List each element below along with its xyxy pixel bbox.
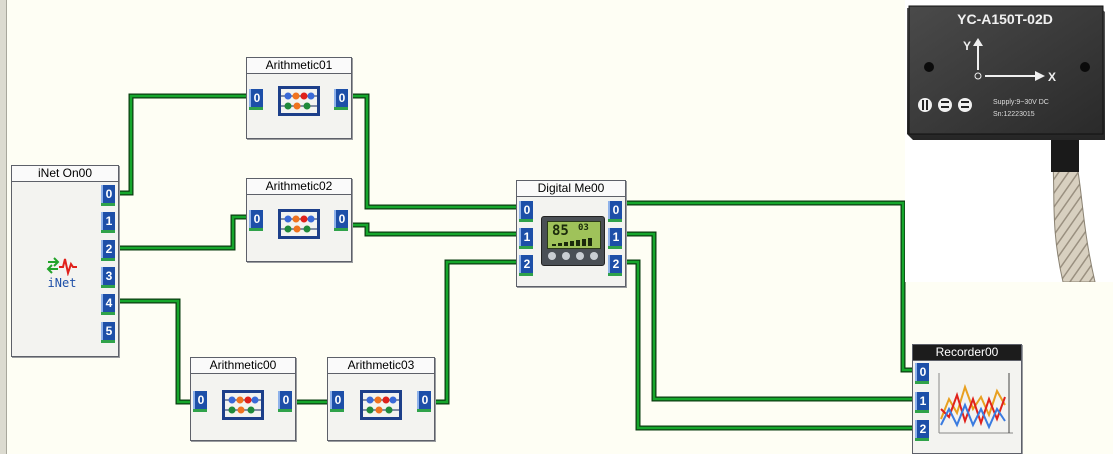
arithmetic02-title: Arithmetic02 xyxy=(247,179,351,195)
abacus-icon xyxy=(278,86,320,116)
inet-output-port-1[interactable]: 1 xyxy=(101,212,115,233)
abacus-icon xyxy=(360,390,402,420)
inet-output-port-3[interactable]: 3 xyxy=(101,267,115,288)
arithmetic02-output-port-0[interactable]: 0 xyxy=(334,210,348,231)
wire-arith01-digital0 xyxy=(350,93,518,210)
arithmetic03-title: Arithmetic03 xyxy=(328,358,434,374)
sensor-photo: YC-A150T-02D Y X Supply:9~30V DC Sn:1222… xyxy=(905,0,1113,283)
arithmetic03-output-port-0[interactable]: 0 xyxy=(417,391,431,412)
arithmetic01-output-port-0[interactable]: 0 xyxy=(334,89,348,110)
sensor-cable xyxy=(1052,164,1096,283)
wire-inet0-arith01 xyxy=(117,93,246,196)
digital-output-port-1[interactable]: 1 xyxy=(608,228,622,249)
arithmetic02-block[interactable]: Arithmetic02 0 0 xyxy=(246,178,352,262)
wire-inet4-arith00 xyxy=(117,298,192,405)
inet-output-port-4[interactable]: 4 xyxy=(101,294,115,315)
arithmetic00-title: Arithmetic00 xyxy=(191,358,295,374)
arithmetic03-input-port-0[interactable]: 0 xyxy=(330,391,344,412)
digital-output-port-0[interactable]: 0 xyxy=(608,201,622,222)
recorder-input-port-2[interactable]: 2 xyxy=(915,420,929,441)
inet-icon-label: iNet xyxy=(47,276,77,290)
digital-meter-icon: 85 03 xyxy=(541,216,605,266)
sensor-connector-icons xyxy=(918,98,972,112)
meter-display-subvalue: 03 xyxy=(578,223,589,233)
recorder-input-port-1[interactable]: 1 xyxy=(915,392,929,413)
inet-output-port-2[interactable]: 2 xyxy=(101,240,115,261)
digital-meter-block[interactable]: Digital Me00 0 1 2 0 1 2 85 03 xyxy=(516,180,626,287)
digital-meter-title: Digital Me00 xyxy=(517,181,625,197)
digital-input-port-0[interactable]: 0 xyxy=(519,201,533,222)
wire-inet2-arith02 xyxy=(117,214,246,251)
sensor-illustration: YC-A150T-02D Y X Supply:9~30V DC Sn:1222… xyxy=(907,5,1105,283)
sensor-cable-gland xyxy=(1051,140,1079,172)
arithmetic00-output-port-0[interactable]: 0 xyxy=(278,391,292,412)
inet-output-port-0[interactable]: 0 xyxy=(101,185,115,206)
inet-signal-icon xyxy=(46,257,77,276)
meter-bargraph xyxy=(552,238,592,246)
wire-arith03-digital2 xyxy=(432,259,518,405)
arithmetic00-input-port-0[interactable]: 0 xyxy=(193,391,207,412)
recorder-block[interactable]: Recorder00 0 1 2 xyxy=(912,344,1022,454)
sensor-axis-y: Y xyxy=(963,39,971,53)
wire-digital1-rec1 xyxy=(626,231,914,402)
inet-block[interactable]: iNet On00 0 1 2 3 4 5 iNet xyxy=(11,165,119,357)
sensor-supply-text: Supply:9~30V DC xyxy=(993,99,1049,106)
meter-display-value: 85 xyxy=(552,223,569,239)
arithmetic01-title: Arithmetic01 xyxy=(247,58,351,74)
sensor-model-label: YC-A150T-02D xyxy=(957,11,1053,27)
digital-input-port-2[interactable]: 2 xyxy=(519,255,533,276)
abacus-icon xyxy=(278,209,320,239)
inet-output-port-5[interactable]: 5 xyxy=(101,322,115,343)
arithmetic01-block[interactable]: Arithmetic01 0 0 xyxy=(246,57,352,139)
arithmetic01-input-port-0[interactable]: 0 xyxy=(249,89,263,110)
recorder-input-port-0[interactable]: 0 xyxy=(915,363,929,384)
meter-buttons xyxy=(548,252,600,260)
sensor-serial-text: Sn:12223015 xyxy=(993,111,1035,118)
arithmetic00-block[interactable]: Arithmetic00 0 0 xyxy=(190,357,296,441)
inet-block-title: iNet On00 xyxy=(12,166,118,182)
arithmetic03-block[interactable]: Arithmetic03 0 0 xyxy=(327,357,435,441)
canvas-left-scrollbar[interactable] xyxy=(0,0,7,454)
meter-display: 85 03 xyxy=(547,221,601,249)
digital-input-port-1[interactable]: 1 xyxy=(519,228,533,249)
digital-output-port-2[interactable]: 2 xyxy=(608,255,622,276)
wire-arith02-digital1 xyxy=(350,222,518,237)
arithmetic02-input-port-0[interactable]: 0 xyxy=(249,210,263,231)
recorder-title: Recorder00 xyxy=(913,345,1021,361)
abacus-icon xyxy=(222,390,264,420)
recorder-chart-icon xyxy=(938,373,1013,434)
wire-digital2-rec2 xyxy=(626,259,914,431)
sensor-axis-x: X xyxy=(1048,70,1056,84)
wire-digital0-rec0 xyxy=(626,200,914,373)
